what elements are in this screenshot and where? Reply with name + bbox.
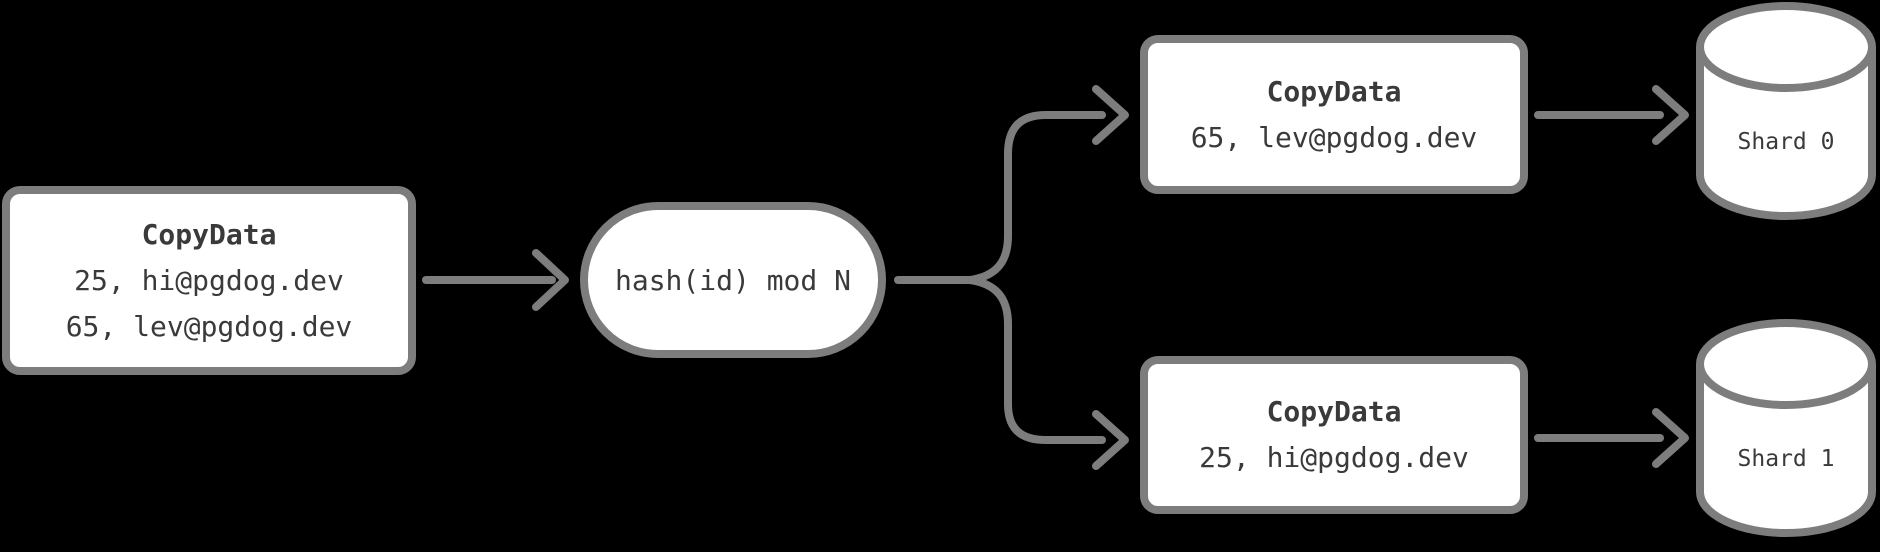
database-cylinder-icon bbox=[1696, 2, 1876, 220]
hash-router-node: hash(id) mod N bbox=[580, 202, 886, 358]
arrow-head-icon bbox=[1092, 85, 1129, 145]
branch-down bbox=[966, 276, 1106, 444]
source-copydata-node: CopyData 25, hi@pgdog.dev 65, lev@pgdog.… bbox=[2, 186, 416, 375]
arrow-head-icon bbox=[532, 249, 569, 311]
edge-router-split bbox=[894, 85, 1129, 470]
copy-row: 25, hi@pgdog.dev bbox=[1199, 441, 1469, 474]
edge-source-to-router bbox=[422, 249, 569, 311]
arrow-head-icon bbox=[1652, 408, 1689, 468]
edge-shard0-to-db bbox=[1534, 85, 1689, 145]
database-cylinder-icon bbox=[1696, 319, 1876, 537]
router-label: hash(id) mod N bbox=[614, 263, 851, 297]
branch-up bbox=[966, 111, 1106, 284]
shard1-database-node: Shard 1 bbox=[1694, 318, 1878, 542]
arrow-head-icon bbox=[1652, 85, 1689, 145]
copy-row: 65, lev@pgdog.dev bbox=[1190, 120, 1478, 154]
node-title: CopyData bbox=[1266, 74, 1402, 108]
copy-row: 65, lev@pgdog.dev bbox=[65, 309, 353, 343]
node-title: CopyData bbox=[141, 217, 277, 251]
edge-shard1-to-db bbox=[1534, 408, 1689, 468]
node-title: CopyData bbox=[1266, 395, 1402, 428]
shard-label: Shard 0 bbox=[1737, 129, 1835, 155]
arrow-head-icon bbox=[1092, 410, 1129, 470]
copy-row: 25, hi@pgdog.dev bbox=[74, 263, 344, 297]
shard1-copydata-node: CopyData 25, hi@pgdog.dev bbox=[1140, 356, 1528, 514]
shard0-copydata-node: CopyData 65, lev@pgdog.dev bbox=[1140, 35, 1528, 194]
shard0-database-node: Shard 0 bbox=[1694, 1, 1878, 225]
shard-label: Shard 1 bbox=[1737, 446, 1835, 472]
